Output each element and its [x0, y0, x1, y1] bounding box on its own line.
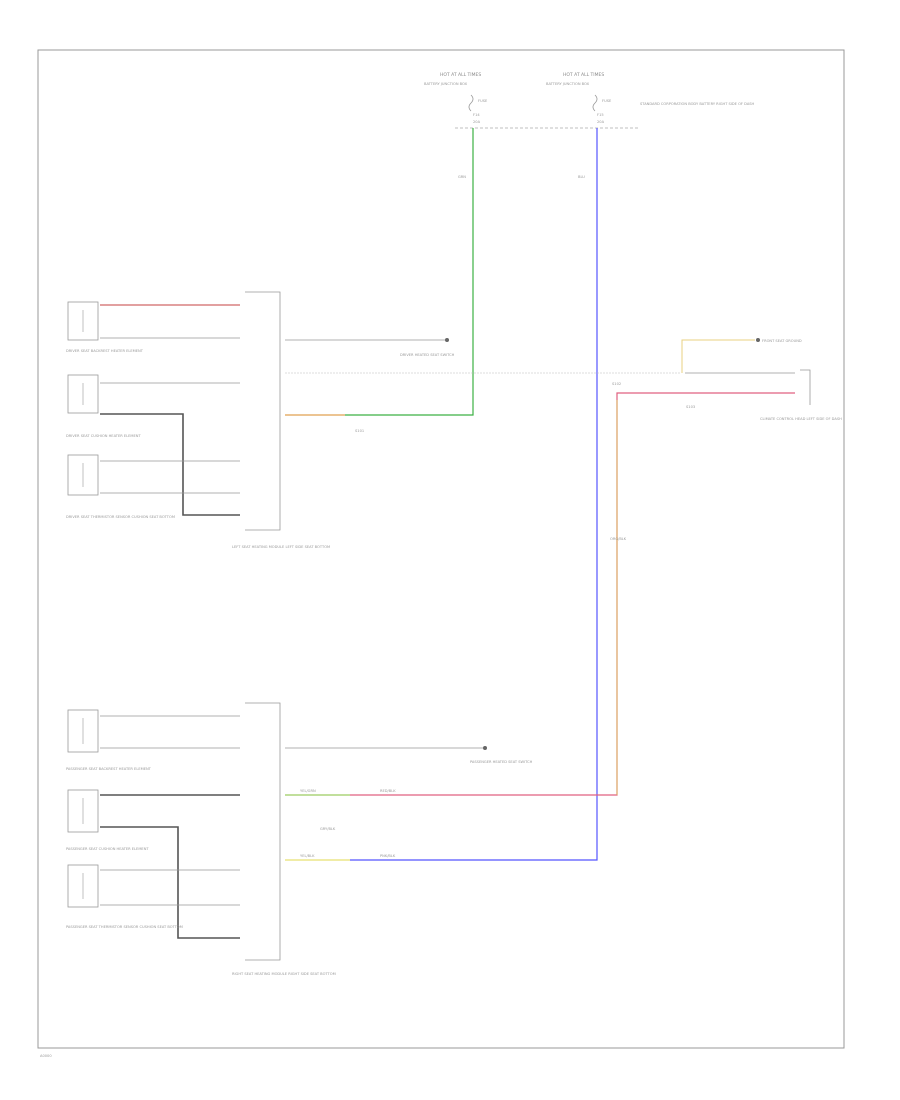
ground-connector: [756, 338, 760, 342]
fuse-right-note: STANDARD CORPORATION BODY BATTERY RIGHT …: [640, 102, 755, 106]
wire-gry-label: GRY/BLK: [320, 827, 336, 831]
fuse-right-label: FUSE: [602, 99, 612, 103]
left-module-box: [245, 291, 281, 531]
pass-thermistor-label: PASSENGER SEAT THERMISTOR SENSOR CUSHION…: [66, 925, 183, 929]
fuse-left-symbol: [468, 94, 474, 112]
right-module-box: [245, 702, 281, 961]
climate-module-label: CLIMATE CONTROL HEAD LEFT SIDE OF DASH: [760, 417, 842, 421]
pass-thermistor-element: [67, 864, 99, 908]
fuse-left-rating: 20A: [473, 120, 481, 124]
pink-signal-wire: [350, 392, 795, 796]
splice-right-label: S103: [686, 405, 695, 409]
passenger-switch-connector: [483, 746, 487, 750]
driver-switch-label: DRIVER HEATED SEAT SWITCH: [400, 353, 455, 357]
blue-power-wire: [350, 128, 598, 861]
green-wire-label: GRN: [458, 175, 466, 179]
driver-switch-connector: [445, 338, 449, 342]
pass-backrest-label: PASSENGER SEAT BACKREST HEATER ELEMENT: [66, 767, 152, 771]
wire-yel-grn-label: YEL/GRN: [300, 789, 316, 793]
fuse-right-amp: F15: [597, 113, 604, 117]
fuse-left-label: FUSE: [478, 99, 488, 103]
fuse-left-sub: BATTERY JUNCTION BOX: [424, 82, 468, 86]
footer-code: A0000: [40, 1054, 52, 1058]
pass-cushion-ground-wire: [100, 826, 240, 939]
right-module-label: RIGHT SEAT HEATING MODULE RIGHT SIDE SEA…: [232, 972, 336, 976]
blue-wire-label: BLU: [578, 175, 585, 179]
pass-cushion-label: PASSENGER SEAT CUSHION HEATER ELEMENT: [66, 847, 149, 851]
wire-bottom-pnk-label: PNK/BLK: [380, 854, 396, 858]
ground-note: FRONT SEAT GROUND: [762, 339, 802, 343]
pass-cushion-element: [67, 789, 99, 833]
wire-vert-label: ORG/BLK: [610, 537, 627, 541]
diagram-frame: [37, 49, 845, 1049]
fuse-right-rating: 20A: [597, 120, 605, 124]
splice-left-label: S101: [355, 429, 364, 433]
fuse-left-header: HOT AT ALL TIMES: [440, 72, 481, 78]
climate-ground-wire: [681, 339, 755, 373]
driver-cushion-ground-wire: [100, 413, 240, 516]
driver-backrest-element: [67, 301, 99, 341]
splice-mid-label: S102: [612, 382, 621, 386]
left-module-label: LEFT SEAT HEATING MODULE LEFT SIDE SEAT …: [232, 545, 330, 549]
wire-bottom-ylw-label: YEL/BLK: [300, 854, 315, 858]
fuse-right-sub: BATTERY JUNCTION BOX: [546, 82, 590, 86]
green-power-wire: [345, 128, 474, 416]
driver-cushion-label: DRIVER SEAT CUSHION HEATER ELEMENT: [66, 434, 141, 438]
fuse-left-amp: F14: [473, 113, 480, 117]
driver-thermistor-element: [67, 454, 99, 496]
driver-thermistor-label: DRIVER SEAT THERMISTOR SENSOR CUSHION SE…: [66, 515, 175, 519]
passenger-switch-label: PASSENGER HEATED SEAT SWITCH: [470, 760, 533, 764]
wire-red-blk-label: RED/BLK: [380, 789, 396, 793]
climate-module-box: [800, 369, 811, 405]
driver-cushion-element: [67, 374, 99, 414]
pass-backrest-element: [67, 709, 99, 753]
fuse-right-header: HOT AT ALL TIMES: [563, 72, 604, 78]
fuse-right-symbol: [592, 94, 598, 112]
driver-backrest-label: DRIVER SEAT BACKREST HEATER ELEMENT: [66, 349, 144, 353]
